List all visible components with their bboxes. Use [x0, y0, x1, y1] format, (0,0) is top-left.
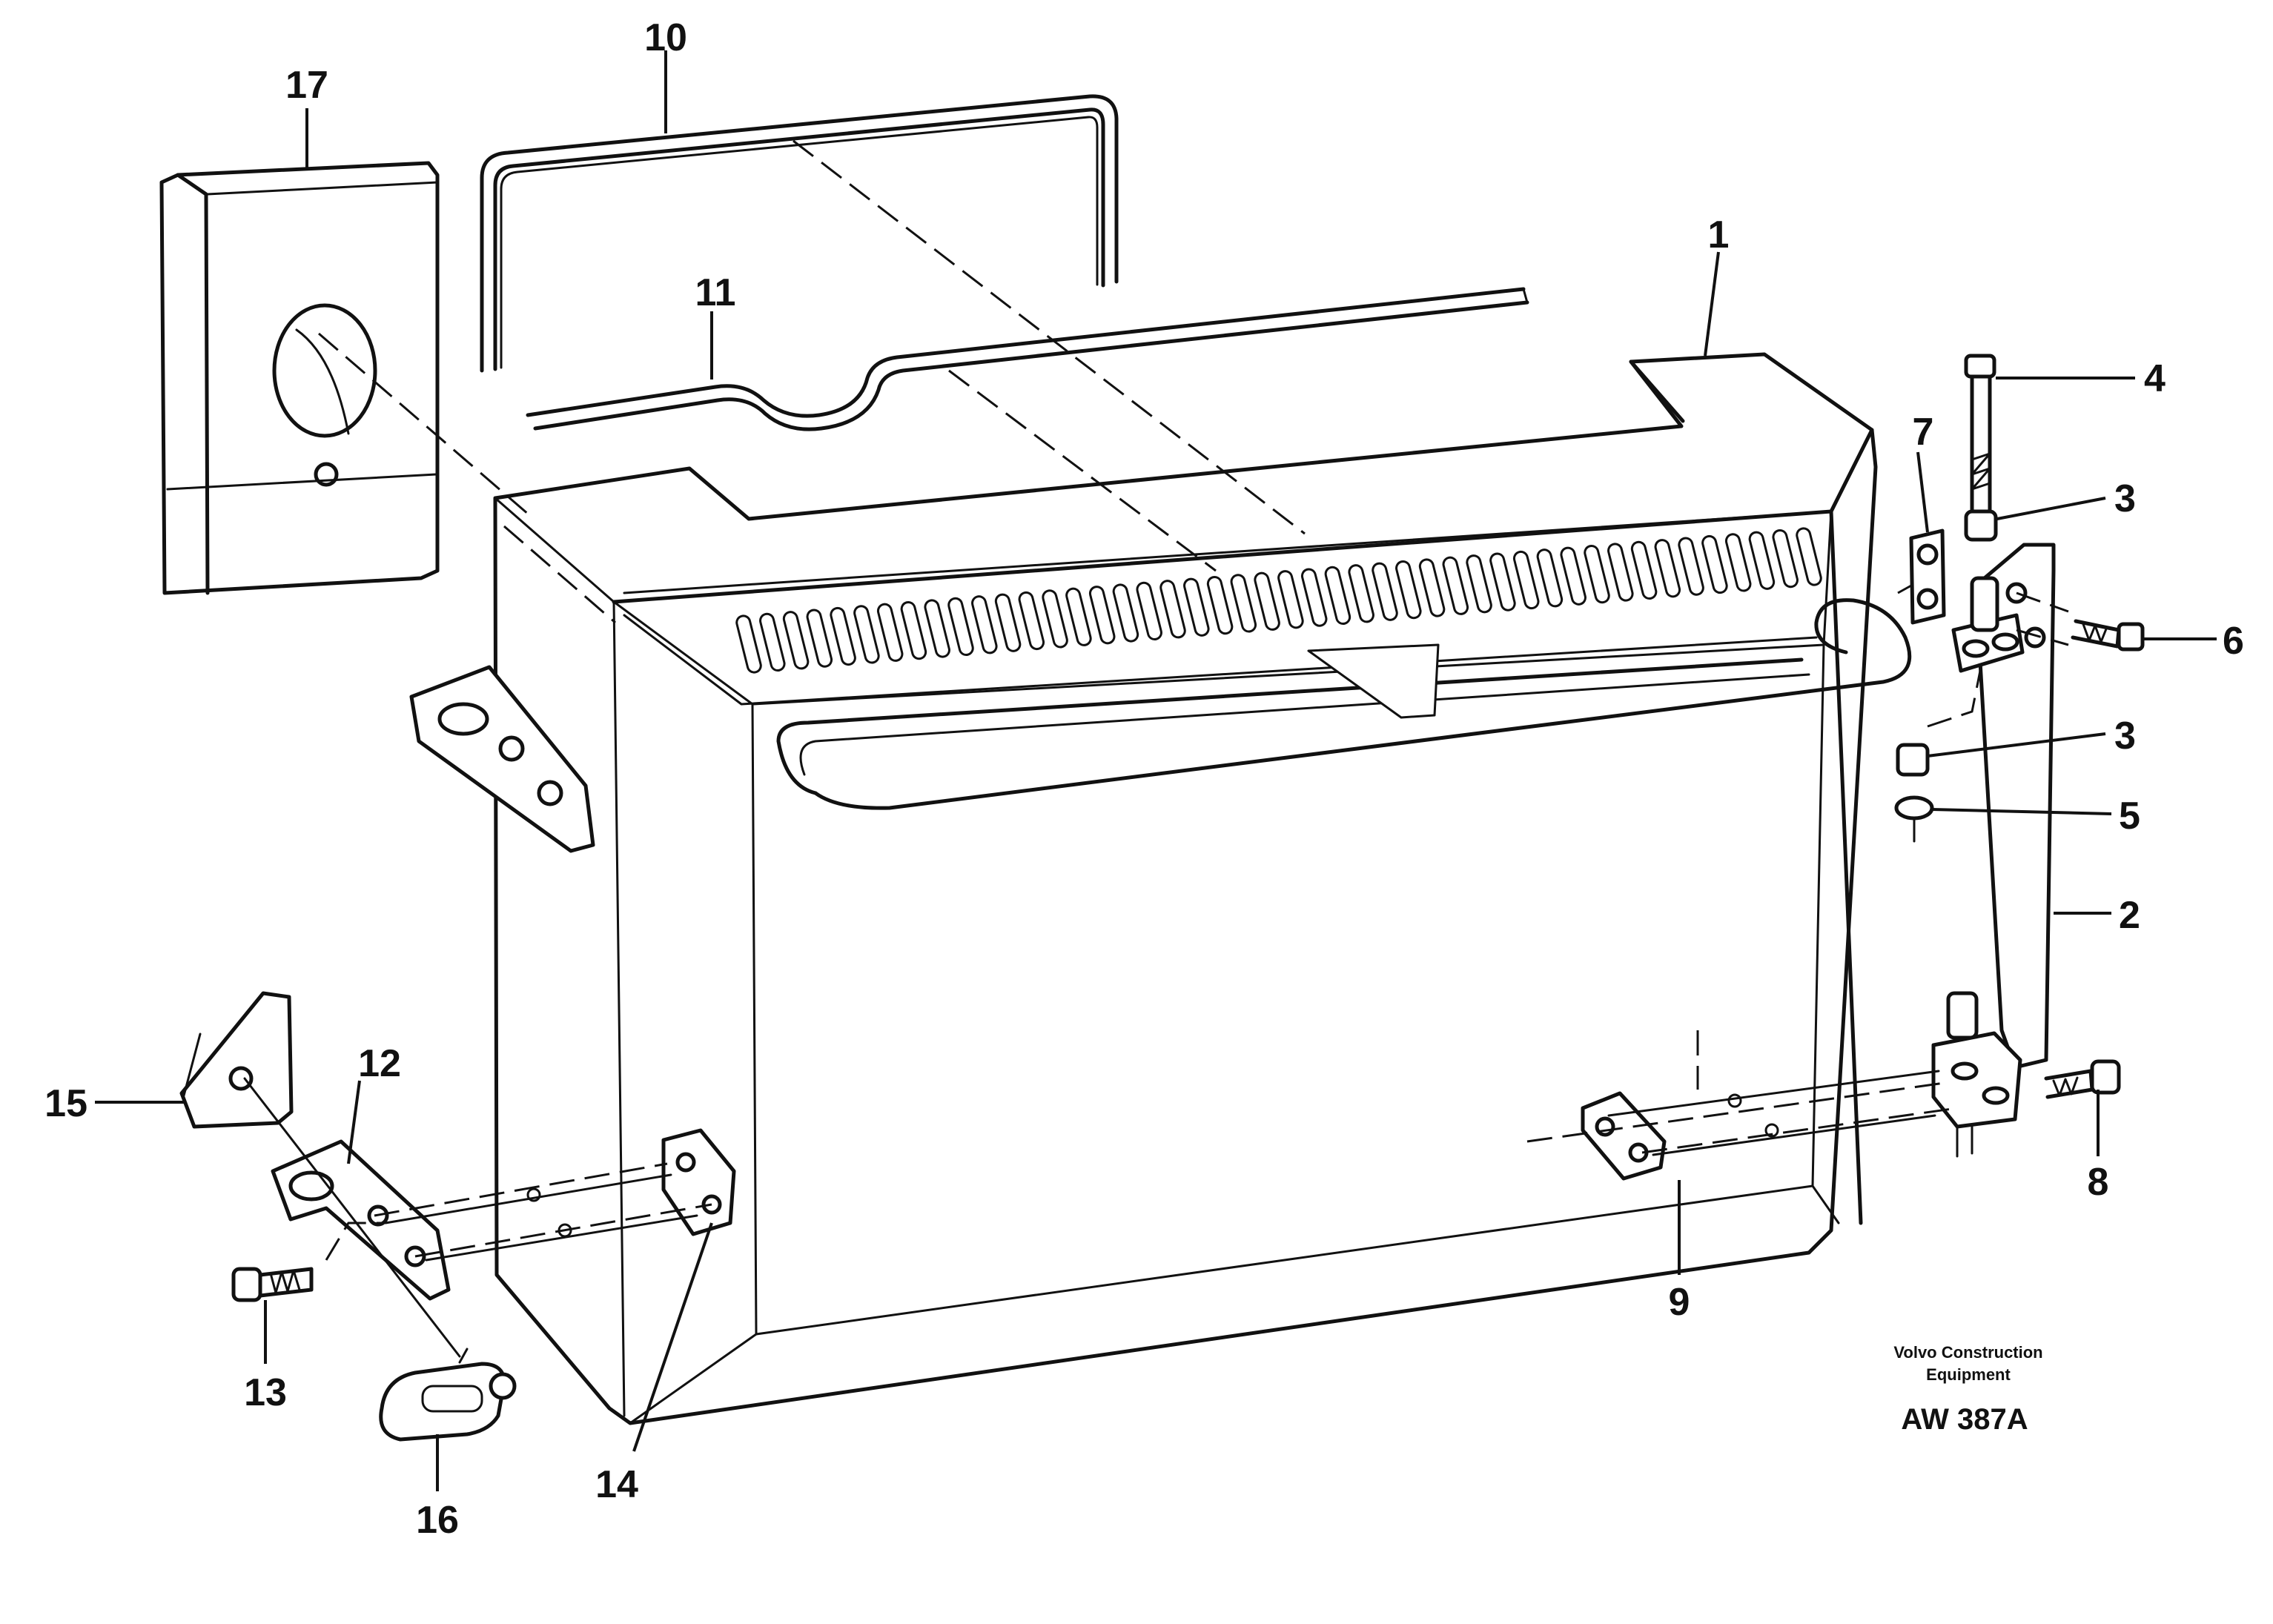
- vent-slot: [1701, 534, 1728, 594]
- credit-line-1: Volvo Construction: [1893, 1343, 2042, 1362]
- vent-slot: [1112, 583, 1139, 643]
- callout-12: 12: [358, 1042, 401, 1085]
- seal-strip-icon: [480, 94, 1119, 373]
- vent-slot: [1183, 577, 1210, 637]
- callout-17: 17: [285, 64, 328, 107]
- vent-slot: [1348, 564, 1374, 623]
- vent-slot: [1230, 574, 1257, 633]
- sealing-strip-icon: [526, 287, 1529, 431]
- vent-slot: [1748, 531, 1776, 590]
- vent-slot: [924, 599, 950, 658]
- vent-slot: [1065, 587, 1092, 646]
- vent-slot: [853, 605, 880, 664]
- side-bracket-left: [409, 665, 595, 853]
- figure-code: AW 387A: [1901, 1403, 2028, 1436]
- vent-slot: [1536, 548, 1564, 608]
- vent-slot: [1372, 562, 1398, 621]
- callout-6: 6: [2223, 620, 2244, 663]
- cover-box-icon: [159, 161, 440, 595]
- vent-slot: [1206, 575, 1234, 635]
- vent-slot: [1654, 539, 1681, 598]
- latch-icon: [379, 1348, 517, 1442]
- vent-slot: [735, 614, 762, 674]
- vent-slot: [782, 611, 810, 670]
- callout-15: 15: [44, 1082, 87, 1125]
- callout-4: 4: [2144, 357, 2166, 400]
- vent-slot: [994, 593, 1022, 652]
- callout-3-upper: 3: [2114, 477, 2136, 520]
- vent-slot: [1489, 552, 1516, 612]
- vent-slot: [759, 612, 786, 672]
- leader-lines: [95, 50, 2217, 1491]
- vent-slot: [1442, 556, 1469, 615]
- plate-icon: [1581, 1091, 1779, 1181]
- callout-14: 14: [595, 1463, 638, 1506]
- vent-slot: [1254, 571, 1280, 631]
- vent-slot: [1607, 543, 1634, 602]
- bolt-13-icon: [231, 1267, 314, 1302]
- vent-slot: [1678, 537, 1704, 596]
- vent-slot: [1277, 570, 1304, 629]
- vent-slot: [1724, 533, 1752, 592]
- vent-slot: [1630, 540, 1658, 600]
- vent-slot: [1088, 586, 1116, 645]
- vent-slot: [1395, 560, 1422, 620]
- vent-slot: [1042, 589, 1068, 649]
- vent-slot: [947, 597, 974, 657]
- callout-16: 16: [416, 1499, 459, 1542]
- callout-8: 8: [2088, 1161, 2109, 1204]
- vent-slot: [1584, 544, 1610, 604]
- credit-line-2: Equipment: [1926, 1365, 2011, 1384]
- vent-slot: [806, 609, 833, 668]
- vent-slot: [1018, 591, 1045, 651]
- hinge-bracket-icon: [1909, 528, 2056, 1158]
- bolt-6-icon: [2071, 619, 2145, 652]
- vent-slot: [1159, 580, 1186, 639]
- vent-slot: [1796, 527, 1822, 586]
- vent-slot: [1560, 546, 1587, 606]
- callout-7: 7: [1913, 411, 1934, 454]
- callout-9: 9: [1669, 1281, 1690, 1324]
- callout-3-lower: 3: [2114, 715, 2136, 758]
- vent-slot: [900, 600, 927, 660]
- vent-slot: [1136, 581, 1162, 641]
- vent-slot: [971, 595, 998, 654]
- vent-slot: [1300, 568, 1328, 627]
- vent-slot: [1418, 558, 1446, 617]
- vent-slot: [1324, 566, 1351, 626]
- bolt-icon: [1894, 354, 1998, 843]
- callout-11: 11: [695, 271, 736, 314]
- plate-14-icon: [526, 1128, 736, 1238]
- vent-slot: [1512, 550, 1540, 610]
- vent-slot: [876, 603, 904, 662]
- vent-slot: [1466, 554, 1492, 614]
- vent-slots: [735, 527, 1822, 674]
- callout-10: 10: [644, 16, 687, 59]
- battery-box-icon: [493, 352, 1912, 1425]
- triangle-plate-icon: [179, 991, 294, 1129]
- assembly-lines: [243, 139, 2069, 1358]
- vent-slot: [830, 606, 856, 666]
- figure-credit: Volvo Construction Equipment AW 387A: [1893, 1343, 2042, 1436]
- callout-1: 1: [1708, 213, 1730, 256]
- callout-labels: 17 10 11 1 7 4 3 6 3 5 2 8 9 14 12 15 13…: [44, 16, 2244, 1542]
- callout-2: 2: [2119, 894, 2140, 937]
- callout-5: 5: [2119, 795, 2140, 838]
- angle-bracket-icon: [271, 1139, 451, 1301]
- bolt-8-icon: [2044, 1059, 2121, 1099]
- callout-13: 13: [244, 1371, 287, 1414]
- vent-slot: [1772, 528, 1799, 589]
